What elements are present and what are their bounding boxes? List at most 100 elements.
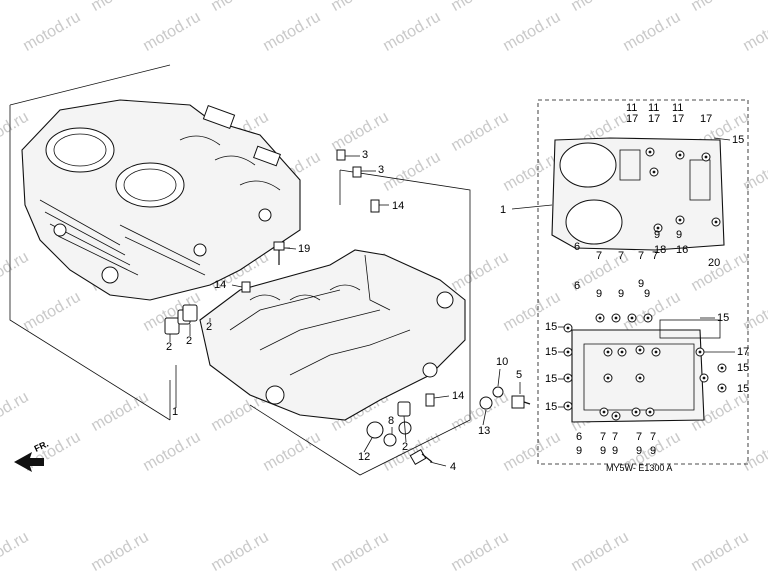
- watermark-text: motod.ru: [328, 0, 391, 15]
- bolt-hole-center: [704, 155, 708, 159]
- inset-callout-number: 9: [612, 445, 618, 457]
- inset-callout-number: 7: [652, 250, 658, 262]
- inset-callout-number: 15: [737, 383, 749, 395]
- bolt-hole-center: [648, 410, 652, 414]
- bolt-hole-center: [566, 326, 570, 330]
- watermark-text: motod.ru: [448, 249, 511, 295]
- watermark-text: motod.ru: [260, 429, 323, 475]
- watermark-text: motod.ru: [140, 9, 203, 55]
- leader-line: [231, 284, 243, 288]
- inset-callout-number: 9: [650, 445, 656, 457]
- callout-number: 1: [172, 406, 178, 418]
- inset-callout-number: 7: [638, 250, 644, 262]
- bolt-hole-center: [614, 316, 618, 320]
- bolt-hole-center: [614, 414, 618, 418]
- bolt-hole-center: [652, 170, 656, 174]
- callout-number: 4: [450, 461, 456, 473]
- callout-number: 5: [516, 369, 522, 381]
- watermark-text: motod.ru: [140, 429, 203, 475]
- inset-callout-number: 18: [654, 244, 666, 256]
- callout-number: 3: [378, 164, 384, 176]
- leader-line: [511, 204, 553, 210]
- watermark-text: motod.ru: [0, 389, 32, 435]
- watermark-text: motod.ru: [0, 0, 32, 15]
- inset-callout-number: 7: [636, 431, 642, 443]
- bolt-hole-center: [698, 350, 702, 354]
- bolt-hole-center: [634, 410, 638, 414]
- inset-callout-number: 15: [545, 373, 557, 385]
- inset-callout-number: 9: [636, 445, 642, 457]
- diagram-code: MY5W- E1300 A: [606, 463, 672, 473]
- bolt-hole-center: [620, 350, 624, 354]
- leader-line: [713, 137, 731, 141]
- inset-callout-number: 9: [638, 278, 644, 290]
- inset-callout-number: 7: [612, 431, 618, 443]
- cylinder-bore-left: [45, 127, 115, 173]
- watermark-text: motod.ru: [448, 529, 511, 575]
- inset-callout-number: 9: [600, 445, 606, 457]
- watermark-text: motod.ru: [88, 389, 151, 435]
- inset-callout-number: 15: [732, 134, 744, 146]
- inset-callout-number: 7: [600, 431, 606, 443]
- upper-crankcase-assembly: [9, 64, 301, 421]
- watermark-text: motod.ru: [740, 9, 768, 55]
- watermark-text: motod.ru: [20, 9, 83, 55]
- bolt-hole-center: [678, 218, 682, 222]
- watermark-text: motod.ru: [88, 0, 151, 15]
- leader-line: [497, 368, 501, 387]
- inset-callout-number: 15: [737, 362, 749, 374]
- bolt-hole-center: [566, 376, 570, 380]
- inset-callout-number: 6: [574, 241, 580, 253]
- watermark-text: motod.ru: [568, 0, 631, 15]
- bolt-hole-center: [654, 350, 658, 354]
- watermark-text: motod.ru: [620, 9, 683, 55]
- watermark-text: motod.ru: [740, 149, 768, 195]
- inset-callout-number: 6: [574, 280, 580, 292]
- callout-number: 13: [478, 425, 490, 437]
- watermark-text: motod.ru: [0, 529, 32, 575]
- inset-callout-number: 20: [708, 257, 720, 269]
- callout-number: 14: [214, 279, 226, 291]
- inset-callout-number: 17: [737, 346, 749, 358]
- bolt-hole-center: [720, 386, 724, 390]
- inset-callout-number: 9: [676, 229, 682, 241]
- watermark-text: motod.ru: [688, 249, 751, 295]
- inset-callout-number: 16: [676, 244, 688, 256]
- inset-callout-number: 9: [596, 288, 602, 300]
- inset-callout-number: 9: [576, 445, 582, 457]
- bolt-hole-center: [638, 348, 642, 352]
- callout-number: 8: [388, 415, 394, 427]
- bolt-hole-center: [602, 410, 606, 414]
- bolt-hole-center: [648, 150, 652, 154]
- leader-line: [284, 247, 297, 250]
- lower-crankcase-assembly: [199, 169, 471, 476]
- inset-callout-number: 17: [700, 113, 712, 125]
- inset-callout-number: 17: [672, 113, 684, 125]
- leader-line: [403, 415, 407, 443]
- switch-5: [511, 395, 531, 409]
- bolt-hole-center: [606, 350, 610, 354]
- bolt-19: [273, 241, 290, 265]
- bolt-hole-center: [646, 316, 650, 320]
- inset-callout-number: 7: [650, 431, 656, 443]
- leader-line: [429, 461, 447, 467]
- callout-number: 2: [166, 341, 172, 353]
- inset-callout-number: 17: [626, 113, 638, 125]
- watermark-text: motod.ru: [380, 9, 443, 55]
- callout-number: 2: [206, 321, 212, 333]
- callout-number: 19: [298, 243, 310, 255]
- watermark-text: motod.ru: [688, 0, 751, 15]
- callout-number: 3: [362, 149, 368, 161]
- watermark-text: motod.ru: [208, 0, 271, 15]
- leader-line: [482, 409, 487, 426]
- inset-bolt-holes: [563, 147, 727, 421]
- inset-callout-number: 9: [654, 229, 660, 241]
- watermark-text: motod.ru: [448, 0, 511, 15]
- watermark-text: motod.ru: [688, 529, 751, 575]
- watermark-text: motod.ru: [380, 149, 443, 195]
- inset-callout-number: 9: [618, 288, 624, 300]
- inset-callout-number: 6: [576, 431, 582, 443]
